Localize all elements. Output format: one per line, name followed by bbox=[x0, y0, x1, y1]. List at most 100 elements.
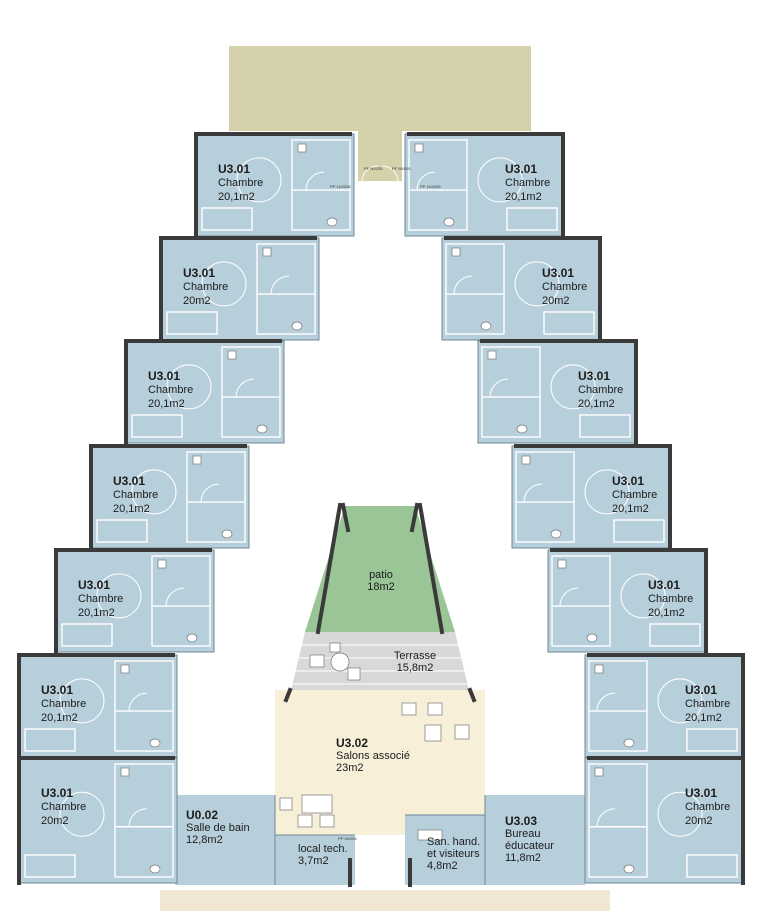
bedroom-code: U3.01 bbox=[41, 786, 74, 800]
bedroom-area: 20,1m2 bbox=[148, 398, 185, 410]
bedroom-code: U3.01 bbox=[685, 786, 718, 800]
door-tag: PP 110/205 bbox=[330, 184, 351, 189]
local-name: local tech. bbox=[298, 843, 348, 855]
entrance-roof bbox=[229, 46, 531, 131]
bath-name: Salle de bain bbox=[186, 822, 250, 834]
terrace-name: Terrasse bbox=[393, 650, 437, 662]
sanitary-area: 4,8m2 bbox=[427, 860, 458, 872]
bedroom-right-3 bbox=[477, 339, 638, 445]
bedroom-left-2 bbox=[159, 236, 320, 342]
bedroom-name: Chambre bbox=[218, 177, 264, 189]
terrace-area: 15,8m2 bbox=[396, 662, 434, 674]
bedroom-right-5 bbox=[547, 548, 708, 654]
sanitary-name-1: San. hand. bbox=[427, 836, 481, 848]
local-label: local tech. 3,7m2 bbox=[298, 843, 358, 867]
bedroom-code: U3.01 bbox=[542, 266, 575, 280]
bedroom-code: U3.01 bbox=[612, 474, 645, 488]
bedroom-code: U3.01 bbox=[505, 162, 538, 176]
bedroom-code: U3.01 bbox=[148, 369, 181, 383]
salon-label: U3.02 Salons associé 23m2 bbox=[336, 736, 426, 774]
bedroom-code: U3.01 bbox=[78, 578, 111, 592]
local-tech-area bbox=[275, 835, 355, 885]
bedroom-name: Chambre bbox=[148, 384, 194, 396]
bath-area-text: 12,8m2 bbox=[186, 834, 223, 846]
patio-label: patio 18m2 bbox=[366, 569, 396, 593]
bedroom-left-7 bbox=[17, 756, 178, 885]
bureau-area: 11,8m2 bbox=[505, 852, 541, 864]
bedroom-name: Chambre bbox=[41, 698, 87, 710]
bureau-area bbox=[485, 795, 585, 885]
door-tag: PF 90/205 bbox=[392, 166, 411, 171]
bedroom-area: 20,1m2 bbox=[41, 712, 78, 724]
bedroom-name: Chambre bbox=[41, 801, 87, 813]
bedroom-right-2 bbox=[441, 236, 602, 342]
bedroom-name: Chambre bbox=[78, 593, 124, 605]
door-tag: PP 110/205 bbox=[420, 184, 441, 189]
door-tag: PF 90/205 bbox=[364, 166, 383, 171]
bath-label: U0.02 Salle de bain 12,8m2 bbox=[186, 808, 276, 846]
salon-code: U3.02 bbox=[336, 736, 369, 750]
bedroom-name: Chambre bbox=[612, 489, 658, 501]
bedroom-code: U3.01 bbox=[218, 162, 251, 176]
patio bbox=[305, 506, 455, 632]
bedroom-left-5 bbox=[54, 548, 215, 654]
bedroom-area: 20m2 bbox=[685, 815, 713, 827]
bath-area bbox=[175, 795, 275, 885]
bedroom-name: Chambre bbox=[578, 384, 624, 396]
bureau-code: U3.03 bbox=[505, 814, 538, 828]
bedroom-code: U3.01 bbox=[578, 369, 611, 383]
bureau-label: U3.03 Bureau éducateur 11,8m2 bbox=[505, 814, 585, 864]
door-tag: PP 90/205 bbox=[338, 836, 357, 841]
bedroom-area: 20,1m2 bbox=[612, 503, 649, 515]
bedroom-area: 20m2 bbox=[41, 815, 69, 827]
bedroom-area: 20,1m2 bbox=[218, 191, 255, 203]
terrace-label: Terrasse 15,8m2 bbox=[390, 650, 440, 674]
salon-area-text: 23m2 bbox=[336, 762, 364, 774]
bureau-name: Bureau éducateur bbox=[505, 828, 554, 852]
bedroom-code: U3.01 bbox=[183, 266, 216, 280]
salon-name: Salons associé bbox=[336, 750, 410, 762]
bedroom-right-4 bbox=[511, 444, 672, 550]
ground-strip bbox=[160, 890, 610, 911]
bedroom-name: Chambre bbox=[113, 489, 159, 501]
bedroom-right-7 bbox=[584, 756, 745, 885]
bedroom-area: 20m2 bbox=[183, 295, 211, 307]
bedroom-area: 20,1m2 bbox=[78, 607, 115, 619]
bedroom-area: 20,1m2 bbox=[505, 191, 542, 203]
patio-area: 18m2 bbox=[367, 581, 395, 593]
local-area: 3,7m2 bbox=[298, 855, 329, 867]
bedroom-left-6 bbox=[17, 653, 178, 759]
bedroom-area: 20,1m2 bbox=[578, 398, 615, 410]
patio-name: patio bbox=[369, 569, 393, 581]
bedroom-area: 20,1m2 bbox=[113, 503, 150, 515]
bedroom-area: 20m2 bbox=[542, 295, 570, 307]
bedroom-name: Chambre bbox=[685, 698, 731, 710]
sanitary-name-2: et visiteurs bbox=[427, 848, 480, 860]
bedroom-name: Chambre bbox=[685, 801, 731, 813]
bedroom-left-1 bbox=[194, 132, 355, 238]
bedroom-area: 20,1m2 bbox=[648, 607, 685, 619]
bedroom-code: U3.01 bbox=[41, 683, 74, 697]
bedroom-area: 20,1m2 bbox=[685, 712, 722, 724]
bedroom-code: U3.01 bbox=[113, 474, 146, 488]
bedroom-name: Chambre bbox=[542, 281, 588, 293]
bedroom-name: Chambre bbox=[505, 177, 551, 189]
sanitary-area bbox=[405, 815, 485, 885]
bedroom-left-3 bbox=[124, 339, 285, 445]
bedroom-name: Chambre bbox=[648, 593, 694, 605]
bedroom-name: Chambre bbox=[183, 281, 229, 293]
